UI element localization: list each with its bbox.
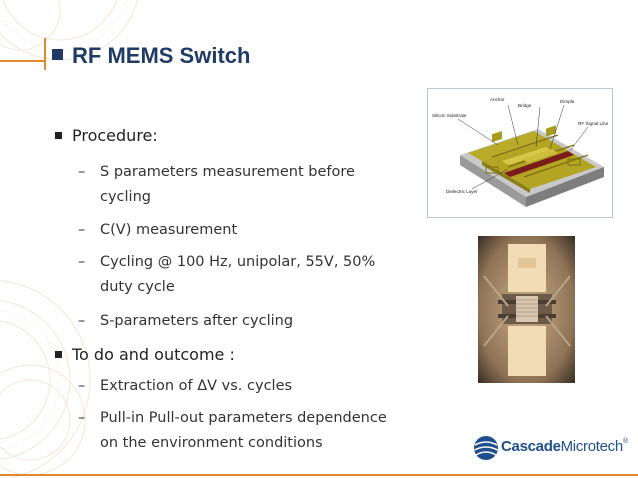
bottom-accent-line: [0, 474, 638, 476]
sub-bullet-line: Extraction of ΔV vs. cycles: [100, 378, 293, 394]
sub-bullet: – Pull-in Pull-out parameters dependence…: [78, 406, 387, 456]
title-accent-horizontal: [0, 60, 46, 62]
sub-bullet: – S-parameters after cycling: [78, 309, 294, 334]
mems-diagram-drawing: Anchor Bridge Dimple Silicon Substrate R…: [432, 97, 609, 207]
label-dimple: Dimple: [560, 99, 575, 104]
cascade-microtech-logo: CascadeMicrotech®: [473, 434, 628, 462]
label-anchor: Anchor: [490, 97, 505, 102]
bullet-procedure: Procedure:: [55, 126, 158, 145]
sub-bullet: – S parameters measurement before cyclin…: [78, 160, 355, 210]
bullet-text: Procedure:: [72, 126, 158, 145]
sub-bullet-line: S parameters measurement before: [100, 164, 355, 180]
mems-diagram: Anchor Bridge Dimple Silicon Substrate R…: [427, 88, 613, 218]
bullet-square-icon: [55, 351, 62, 358]
bullet-square-icon: [55, 132, 62, 139]
label-signal-line: RF Signal Line: [578, 121, 609, 126]
dash-icon: –: [78, 313, 86, 329]
sub-bullet-line: C(V) measurement: [100, 222, 238, 238]
dash-icon: –: [78, 254, 86, 270]
sub-bullet-line: Pull-in Pull-out parameters dependence: [100, 410, 387, 426]
sub-bullet: – C(V) measurement: [78, 218, 238, 243]
sub-bullet-line: on the environment conditions: [100, 435, 323, 451]
sub-bullet-line: duty cycle: [100, 279, 175, 295]
label-bridge: Bridge: [518, 103, 532, 108]
logo-bold: Cascade: [501, 438, 561, 455]
logo-wordmark: CascadeMicrotech®: [501, 438, 628, 455]
bullet-text: To do and outcome :: [72, 345, 235, 364]
dash-icon: –: [78, 378, 86, 394]
label-dielectric: Dielectric Layer: [446, 189, 478, 194]
micrograph-drawing: [478, 236, 575, 383]
sub-bullet: – Cycling @ 100 Hz, unipolar, 55V, 50% d…: [78, 250, 376, 300]
bullet-outcome: To do and outcome :: [55, 345, 235, 364]
logo-registered: ®: [622, 438, 628, 445]
title-bullet-icon: [52, 49, 63, 60]
slide-title: RF MEMS Switch: [72, 43, 251, 68]
dash-icon: –: [78, 410, 86, 426]
label-substrate: Silicon Substrate: [432, 113, 467, 118]
sub-bullet-line: Cycling @ 100 Hz, unipolar, 55V, 50%: [100, 254, 376, 270]
switch-micrograph: [478, 236, 575, 383]
sub-bullet-line: cycling: [100, 189, 151, 205]
title-accent-vertical: [44, 38, 46, 70]
sub-bullet-line: S-parameters after cycling: [100, 313, 294, 329]
globe-icon: [474, 436, 498, 460]
sub-bullet: – Extraction of ΔV vs. cycles: [78, 374, 293, 399]
logo-light: Microtech: [560, 438, 624, 455]
dash-icon: –: [78, 164, 86, 180]
dash-icon: –: [78, 222, 86, 238]
